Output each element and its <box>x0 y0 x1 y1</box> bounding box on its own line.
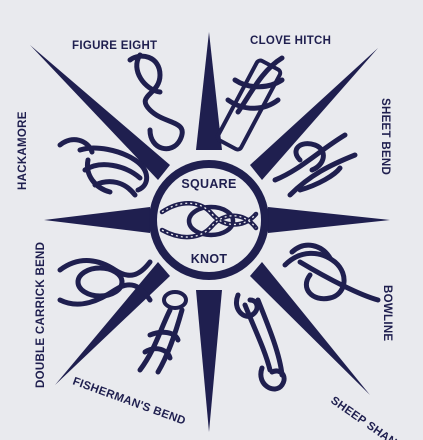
compass-point-northwest <box>30 45 170 180</box>
label-bowline: BOWLINE <box>381 285 393 341</box>
compass-point-east <box>268 207 390 233</box>
clove-hitch-knot <box>215 55 285 152</box>
label-hackamore: HACKAMORE <box>17 111 29 190</box>
sheet-bend-knot <box>272 132 358 198</box>
label-knot: KNOT <box>191 252 228 266</box>
compass-point-south <box>196 290 222 432</box>
center-disc <box>157 168 261 272</box>
compass-point-north <box>196 32 222 150</box>
bowline-knot <box>282 242 381 303</box>
double-carrick-bend-knot <box>57 258 153 307</box>
label-figure-eight: FIGURE EIGHT <box>72 40 157 52</box>
sheep-shank-knot <box>234 292 287 392</box>
compass-point-west <box>44 207 150 233</box>
compass-point-southeast <box>250 262 370 395</box>
label-double-carrick-bend: DOUBLE CARRICK BEND <box>35 242 47 388</box>
hackamore-knot <box>57 137 150 198</box>
compass-point-northeast <box>250 48 378 180</box>
label-clove-hitch: CLOVE HITCH <box>250 35 331 47</box>
label-sheet-bend: SHEET BEND <box>379 98 391 175</box>
label-square: SQUARE <box>181 177 236 191</box>
figure-eight-knot <box>127 52 185 152</box>
square-knot-texture <box>161 202 257 238</box>
compass-star <box>30 32 390 432</box>
fishermans-bend-knot <box>137 290 188 375</box>
